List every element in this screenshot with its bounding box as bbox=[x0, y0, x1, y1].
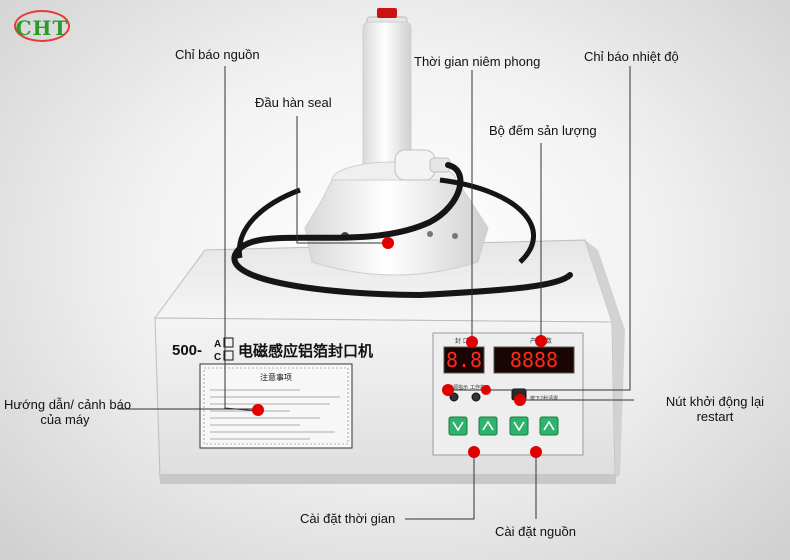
handle-button bbox=[377, 8, 397, 18]
logo-text: CHT bbox=[15, 16, 69, 40]
time-down-button bbox=[448, 416, 468, 436]
model-suffix-a: A bbox=[214, 339, 221, 350]
handle-shaft bbox=[362, 21, 412, 173]
callout-restart-line2: restart bbox=[696, 409, 734, 424]
callout-power-setting: Cài đặt nguồn bbox=[495, 524, 576, 539]
power-indicator-led bbox=[449, 392, 459, 402]
callout-seal-head: Đầu hàn seal bbox=[255, 95, 332, 110]
callout-temp-indicator: Chỉ báo nhiệt độ bbox=[584, 49, 679, 64]
counter-value: 8888 bbox=[510, 348, 558, 372]
cable-connector bbox=[394, 149, 436, 181]
power-up-button bbox=[539, 416, 559, 436]
display-left-label: 封 口 bbox=[455, 337, 469, 345]
callout-restart-line1: Nút khởi động lại bbox=[665, 394, 765, 409]
callout-guide: Hướng dẫn/ cảnh báo của máy bbox=[4, 397, 132, 427]
callout-seal-time: Thời gian niêm phong bbox=[414, 54, 541, 69]
time-up-button bbox=[478, 416, 498, 436]
model-prefix: 500- bbox=[172, 342, 202, 359]
indicator-work-label: 工作指示 bbox=[470, 384, 490, 391]
machine-base bbox=[160, 474, 616, 484]
model-chinese: 电磁感应铝箔封口机 bbox=[238, 342, 373, 360]
callout-restart: Nút khởi động lại restart bbox=[640, 394, 790, 424]
callout-lines bbox=[118, 66, 634, 520]
callout-power-indicator: Chỉ báo nguồn bbox=[175, 47, 260, 62]
indicator-power-label: 电源指示 bbox=[448, 384, 468, 391]
power-down-button bbox=[509, 416, 529, 436]
seal-time-display bbox=[443, 346, 485, 374]
machine-right-side bbox=[585, 240, 625, 478]
restart-label: 按下2秒清零 bbox=[530, 395, 558, 402]
callout-time-setting: Cài đặt thời gian bbox=[300, 511, 396, 526]
model-suffix-c: C bbox=[214, 352, 221, 363]
work-indicator-led bbox=[471, 392, 481, 402]
counter-display bbox=[493, 346, 575, 374]
logo-ring bbox=[14, 10, 70, 42]
seal-time-value: 8.8 bbox=[446, 348, 482, 372]
black-cable bbox=[231, 162, 573, 299]
callout-guide-line2: của máy bbox=[40, 412, 90, 427]
callout-counter: Bộ đếm sản lượng bbox=[489, 123, 597, 138]
callout-dots bbox=[252, 237, 547, 458]
cht-logo: CHT bbox=[10, 10, 74, 44]
instruction-heading: 注意事项 bbox=[260, 372, 292, 382]
callout-guide-line1: Hướng dẫn/ cảnh báo bbox=[4, 397, 132, 412]
head-body bbox=[304, 179, 489, 276]
